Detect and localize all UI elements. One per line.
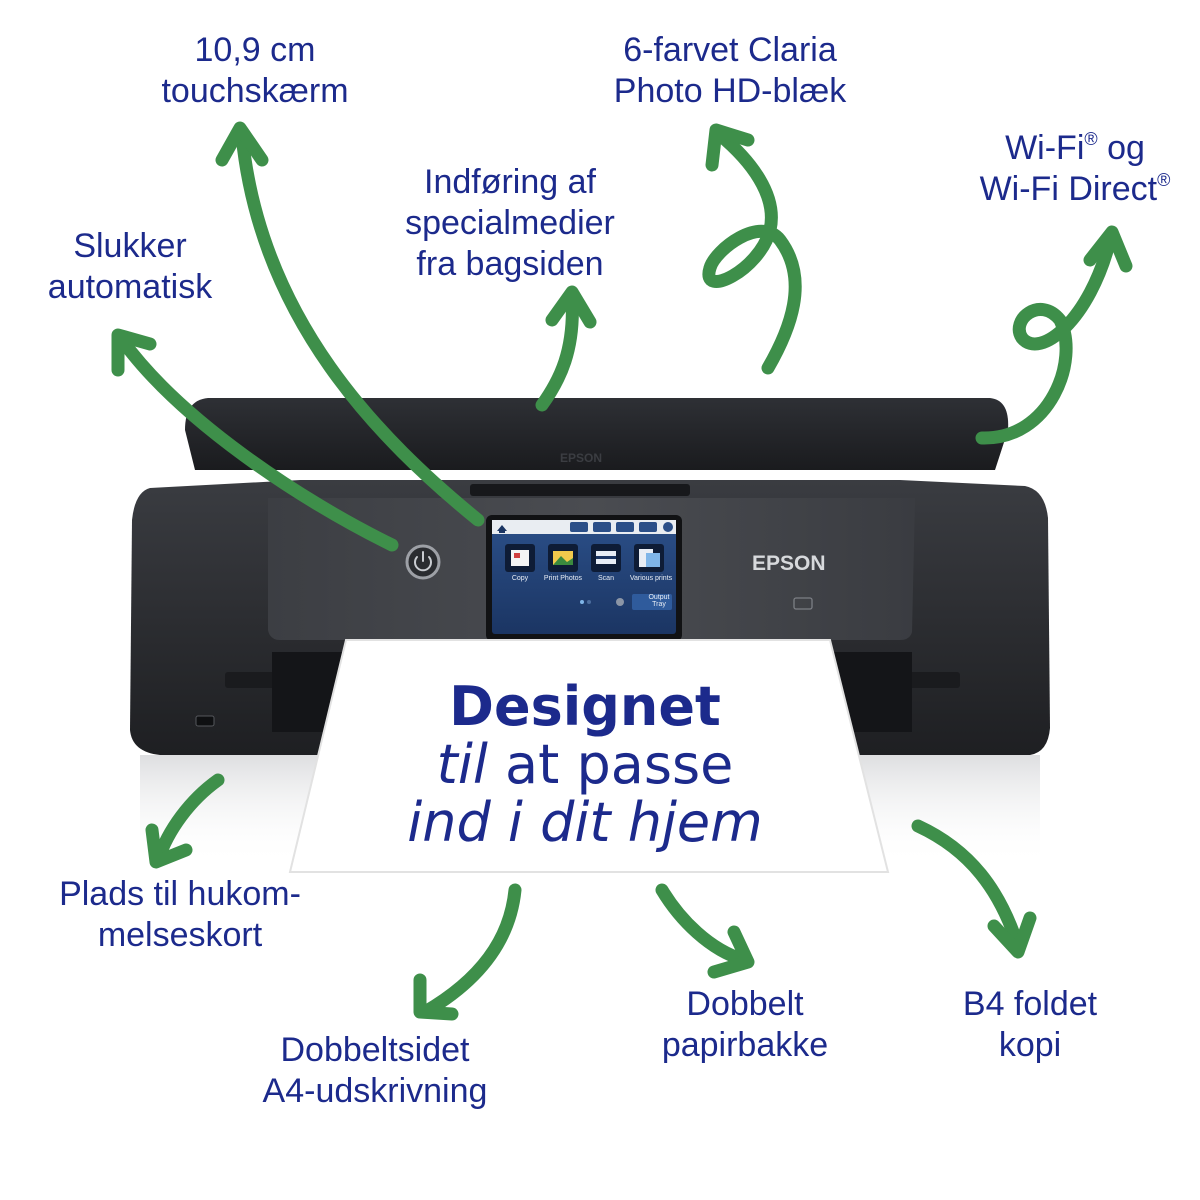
wifi-direct-status-icon[interactable] — [616, 522, 634, 532]
paper-headline-line1: Designet — [449, 675, 721, 738]
arrow-dual-tray — [655, 883, 755, 979]
label-b4-copy: B4 foldet kopi — [962, 985, 1098, 1064]
arrow-b4-copy — [911, 819, 1037, 959]
wifi-logo-icon — [793, 597, 813, 610]
screen-label-copy: Copy — [511, 575, 529, 582]
paper-line2-rest: at passe — [505, 733, 734, 796]
network-status-icon[interactable] — [639, 522, 657, 532]
right-slot — [900, 672, 960, 688]
wifi-icon[interactable] — [593, 522, 611, 532]
arrow-duplex — [413, 883, 522, 1021]
label-ink: 6-farvet Claria Photo HD-blæk — [613, 31, 847, 110]
label-wifi: Wi-Fi® og Wi-Fi Direct® — [979, 129, 1171, 208]
home-icon[interactable] — [497, 525, 507, 533]
panel-hinge — [470, 484, 690, 496]
label-duplex: Dobbeltsidet A4-udskrivning — [262, 1031, 488, 1110]
screen-tile-print-photos[interactable] — [548, 544, 578, 572]
arrow-card-slot — [145, 773, 225, 869]
ink-drop-icon[interactable] — [570, 522, 588, 532]
paper-italic-word: til — [436, 733, 488, 796]
arrow-auto-off — [111, 328, 399, 552]
arrow-ink — [702, 123, 802, 375]
screen-label-print-photos: Print Photos — [543, 575, 583, 582]
screen-label-various-prints: Various prints — [629, 575, 673, 582]
sd-card-slot-icon — [195, 715, 215, 727]
output-tray-label-2: Tray — [652, 601, 666, 608]
label-touchscreen: 10,9 cm touchskærm — [161, 31, 349, 110]
screen-tile-copy[interactable] — [505, 544, 535, 572]
label-card-slot: Plads til hukom- melseskort — [59, 875, 301, 954]
output-tray-label-1: Output — [648, 594, 670, 601]
output-tray-button[interactable] — [632, 594, 672, 610]
label-rear-feed: Indføring af specialmedier fra bagsiden — [405, 163, 615, 283]
brand-logo: EPSON — [752, 552, 826, 575]
touch-screen[interactable] — [492, 520, 676, 634]
screen-label-scan: Scan — [598, 575, 614, 582]
settings-icon[interactable] — [616, 598, 624, 606]
paper-headline-line3: ind i dit hjem — [407, 791, 763, 854]
arrow-rear-feed — [535, 285, 597, 412]
label-auto-off: Slukker automatisk — [47, 227, 213, 306]
screen-tile-various-prints[interactable] — [634, 544, 664, 572]
arrow-touchscreen — [215, 121, 485, 527]
label-dual-tray: Dobbelt papirbakke — [661, 985, 829, 1064]
paper-headline-line2: til at passe — [285, 736, 885, 794]
page-dot — [587, 600, 591, 604]
output-paper — [288, 639, 890, 873]
page-dot-active — [580, 600, 584, 604]
screen-label-output-tray: Output Tray — [646, 594, 672, 608]
lid-brand: EPSON — [560, 451, 602, 465]
arrow-wifi — [975, 225, 1133, 445]
printer-lid — [185, 398, 1009, 470]
power-icon — [414, 551, 432, 572]
help-icon[interactable] — [663, 522, 673, 532]
screen-tile-scan[interactable] — [591, 544, 621, 572]
